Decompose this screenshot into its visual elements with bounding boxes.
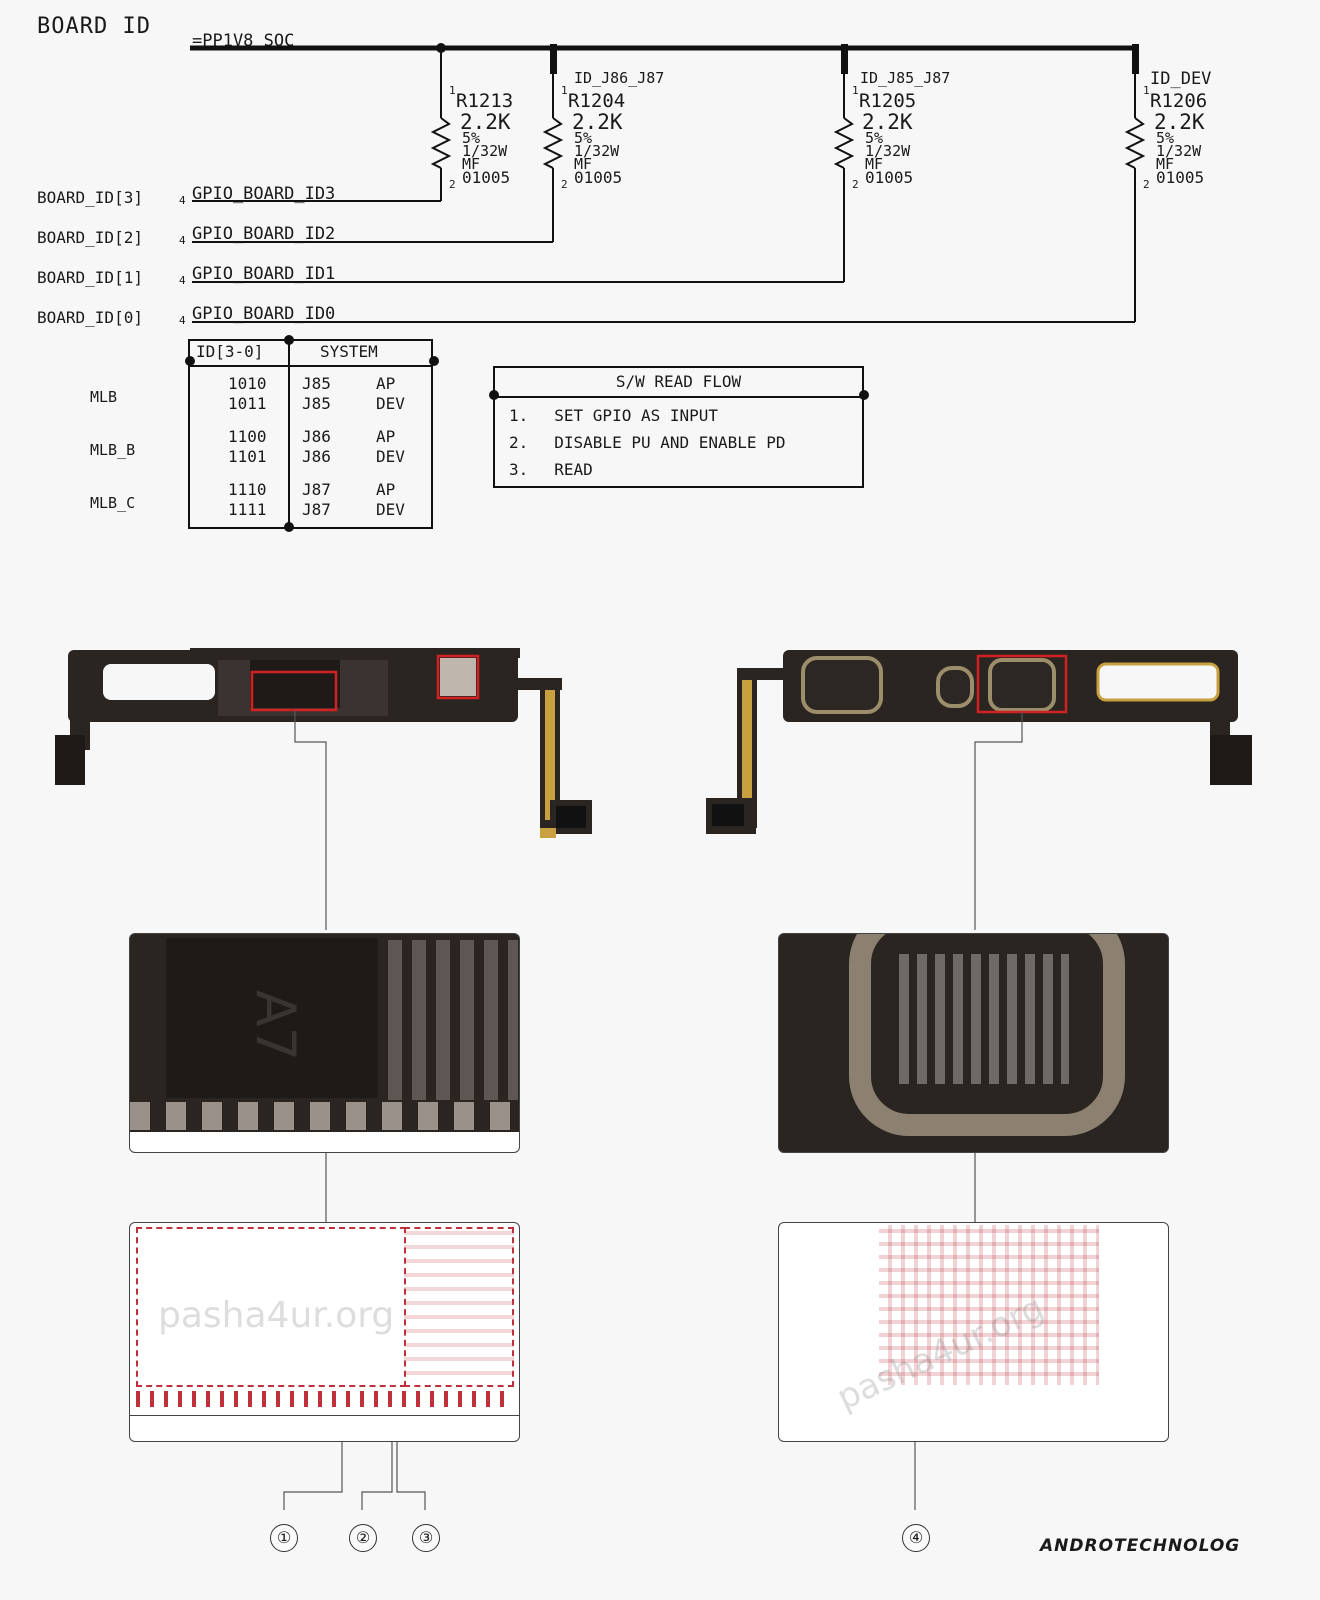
chip-marking: A7: [244, 989, 308, 1062]
resistor-r1213-symbol: [430, 117, 452, 169]
table-header: ID[3-0]: [196, 342, 264, 361]
callout-4: ④: [902, 1524, 930, 1552]
highlight-a7-region: [250, 670, 338, 712]
component-area: [388, 940, 518, 1100]
brand-logo: ANDROTECHNOLOG: [1040, 1536, 1241, 1556]
board-id-closeup-photo: [778, 933, 1169, 1153]
sw-read-flow-box: S/W READ FLOW 1.SET GPIO AS INPUT 2.DISA…: [493, 366, 864, 488]
resistor-value: 2.2K: [460, 110, 511, 134]
a7-board-layout: pasha4ur.org: [129, 1222, 520, 1442]
gpio-net-label: GPIO_BOARD_ID3: [192, 184, 336, 204]
resistor-ref: R1206: [1150, 90, 1208, 112]
board-id-port: BOARD_ID[2]: [37, 228, 143, 247]
resistor-value: 2.2K: [572, 110, 623, 134]
component-footprints: [879, 1225, 1099, 1385]
pad-row: [130, 1102, 519, 1130]
group-label-mlb-c: MLB_C: [90, 494, 136, 512]
resistor-ref: R1204: [568, 90, 626, 112]
table-header: SYSTEM: [320, 342, 378, 361]
schematic-wires: [185, 43, 1146, 532]
gpio-net-label: GPIO_BOARD_ID1: [192, 264, 336, 284]
resistor-r1204-symbol: [542, 117, 564, 169]
gpio-net-label: GPIO_BOARD_ID0: [192, 304, 336, 324]
group-label-mlb-b: MLB_B: [90, 441, 136, 459]
callout-1: ①: [270, 1524, 298, 1552]
net-label: ID_J85_J87: [860, 69, 951, 87]
logic-board-front-photo: [55, 648, 592, 838]
resistor-r1205-symbol: [833, 117, 855, 169]
a7-closeup-photo: A7: [129, 933, 520, 1153]
resistor-value: 2.2K: [862, 110, 913, 134]
passive-components: [899, 954, 1069, 1084]
gpio-net-label: GPIO_BOARD_ID2: [192, 224, 336, 244]
board-id-port: BOARD_ID[3]: [37, 188, 143, 207]
board-photos-and-leaders: [55, 648, 1252, 1510]
net-label: ID_DEV: [1150, 69, 1212, 89]
resistor-ref: R1205: [859, 90, 917, 112]
component-footprints: [404, 1227, 514, 1387]
callout-3: ③: [412, 1524, 440, 1552]
flow-step: 1.SET GPIO AS INPUT: [509, 406, 719, 425]
board-id-port: BOARD_ID[1]: [37, 268, 143, 287]
flow-title: S/W READ FLOW: [495, 368, 862, 398]
shield-frame: [849, 934, 1125, 1136]
resistor-r1206-symbol: [1124, 117, 1146, 169]
flow-step: 3.READ: [509, 460, 593, 479]
board-id-port: BOARD_ID[0]: [37, 308, 143, 327]
resistor-value: 2.2K: [1154, 110, 1205, 134]
flow-step: 2.DISABLE PU AND ENABLE PD: [509, 433, 786, 452]
watermark-text: pasha4ur.org: [158, 1295, 395, 1336]
net-label: ID_J86_J87: [574, 69, 665, 87]
a7-chip: [166, 938, 378, 1098]
callout-2: ②: [349, 1524, 377, 1552]
schematic-title: BOARD ID: [37, 14, 151, 39]
board-id-table: ID[3-0] SYSTEM 1010 J85 AP 1011 J85 DEV …: [188, 339, 433, 529]
group-label-mlb: MLB: [90, 388, 118, 406]
resistor-ref: R1213: [456, 90, 514, 112]
logic-board-back-photo: [706, 650, 1252, 834]
board-id-layout: pasha4ur.org: [778, 1222, 1169, 1442]
